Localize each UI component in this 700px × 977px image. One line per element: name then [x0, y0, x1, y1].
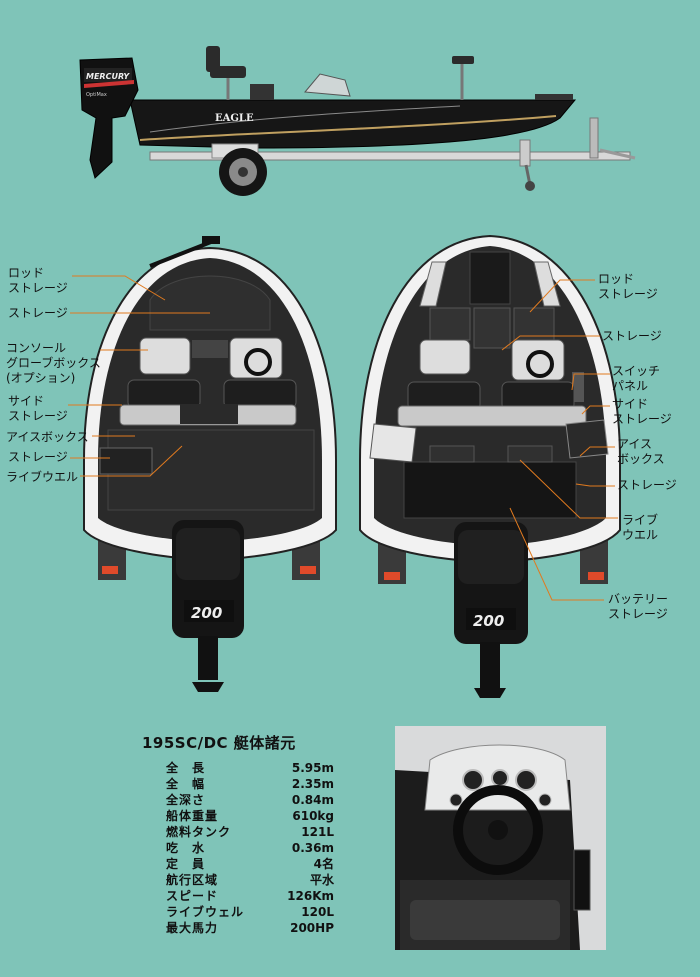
spec-label: 全 幅 [166, 776, 206, 791]
spec-row: 全 長 5.95m [166, 760, 334, 776]
left-callout-rod-storage-line2: ストレージ [8, 281, 68, 295]
spec-value: 200HP [290, 920, 334, 935]
spec-value: 5.95m [291, 760, 334, 775]
callout-leader-lines [68, 275, 618, 601]
boat-plan-view-right: 200 [359, 234, 621, 698]
spec-value: 2.35m [291, 776, 334, 791]
boat-brand-label: EAGLE [215, 113, 254, 124]
left-callout-console-glovebox: コンソール グローブボックス (オプション) [6, 341, 101, 385]
motor-model-label: OptiMax [86, 92, 107, 98]
right-callout-battery-storage: バッテリー ストレージ [608, 592, 669, 621]
boat-plan-view-left: 200 [83, 236, 337, 692]
spec-row: 吃 水 0.36m [166, 840, 334, 856]
right-callout-switch-panel: スイッチ パネル [612, 364, 661, 393]
spec-row: スピード 126Km [166, 888, 334, 904]
spec-value: 4名 [313, 856, 334, 871]
spec-value: 平水 [309, 872, 334, 887]
right-callout-side-storage: サイド ストレージ [612, 397, 672, 426]
spec-value: 610kg [292, 808, 334, 823]
spec-label: 船体重量 [166, 808, 219, 823]
spec-label: 定 員 [166, 856, 206, 871]
spec-row: 船体重量 610kg [166, 808, 334, 824]
spec-row: 全深さ 0.84m [166, 792, 334, 808]
spec-value: 0.84m [291, 792, 334, 807]
right-motor-hp: 200 [473, 612, 504, 630]
dashboard-photo [395, 726, 606, 950]
left-callout-rod-storage-line1: ロッド [8, 266, 45, 280]
spec-row: 全 幅 2.35m [166, 776, 334, 792]
spec-label: 最大馬力 [166, 920, 219, 935]
spec-row: 最大馬力 200HP [166, 920, 334, 936]
left-callout-storage-2: ストレージ [8, 450, 68, 464]
spec-row: 燃料タンク 121L [166, 824, 334, 840]
left-callout-storage-1: ストレージ [8, 306, 68, 320]
spec-row: 航行区域 平水 [166, 872, 334, 888]
left-callout-rod-storage: ロッド ストレージ [8, 266, 68, 296]
left-callout-icebox: アイスボックス [6, 430, 89, 444]
spec-label: 航行区域 [166, 872, 219, 887]
spec-value: 120L [301, 904, 334, 919]
spec-value: 121L [301, 824, 334, 839]
right-callout-rod-storage: ロッド ストレージ [598, 272, 658, 301]
spec-value: 126Km [287, 888, 334, 903]
spec-label: 吃 水 [166, 840, 206, 855]
spec-label: ライブウェル [166, 904, 245, 919]
right-callout-storage-1: ストレージ [602, 329, 662, 343]
spec-title: 195SC/DC 艇体諸元 [142, 734, 296, 752]
right-callout-livewell: ライブ ウエル [622, 513, 659, 542]
spec-label: 全 長 [166, 760, 206, 775]
spec-table: 全 長 5.95m 全 幅 2.35m 全深さ 0.84m 船体重量 610kg 燃料タ… [166, 760, 334, 936]
right-callout-storage-2: ストレージ [617, 478, 677, 492]
motor-brand-label: MERCURY [86, 72, 130, 81]
boat-side-view: EAGLE MERCURY OptiMax [79, 46, 636, 196]
right-callout-icebox: アイス ボックス [617, 437, 665, 466]
spec-row: 定 員 4名 [166, 856, 334, 872]
spec-label: スピード [166, 888, 219, 903]
left-callout-livewell: ライブウエル [6, 470, 79, 484]
spec-value: 0.36m [291, 840, 334, 855]
left-callout-side-storage: サイド ストレージ [8, 394, 68, 423]
left-motor-hp: 200 [191, 604, 222, 622]
spec-row: ライブウェル 120L [166, 904, 334, 920]
spec-label: 燃料タンク [166, 824, 232, 839]
spec-label: 全深さ [166, 792, 206, 807]
